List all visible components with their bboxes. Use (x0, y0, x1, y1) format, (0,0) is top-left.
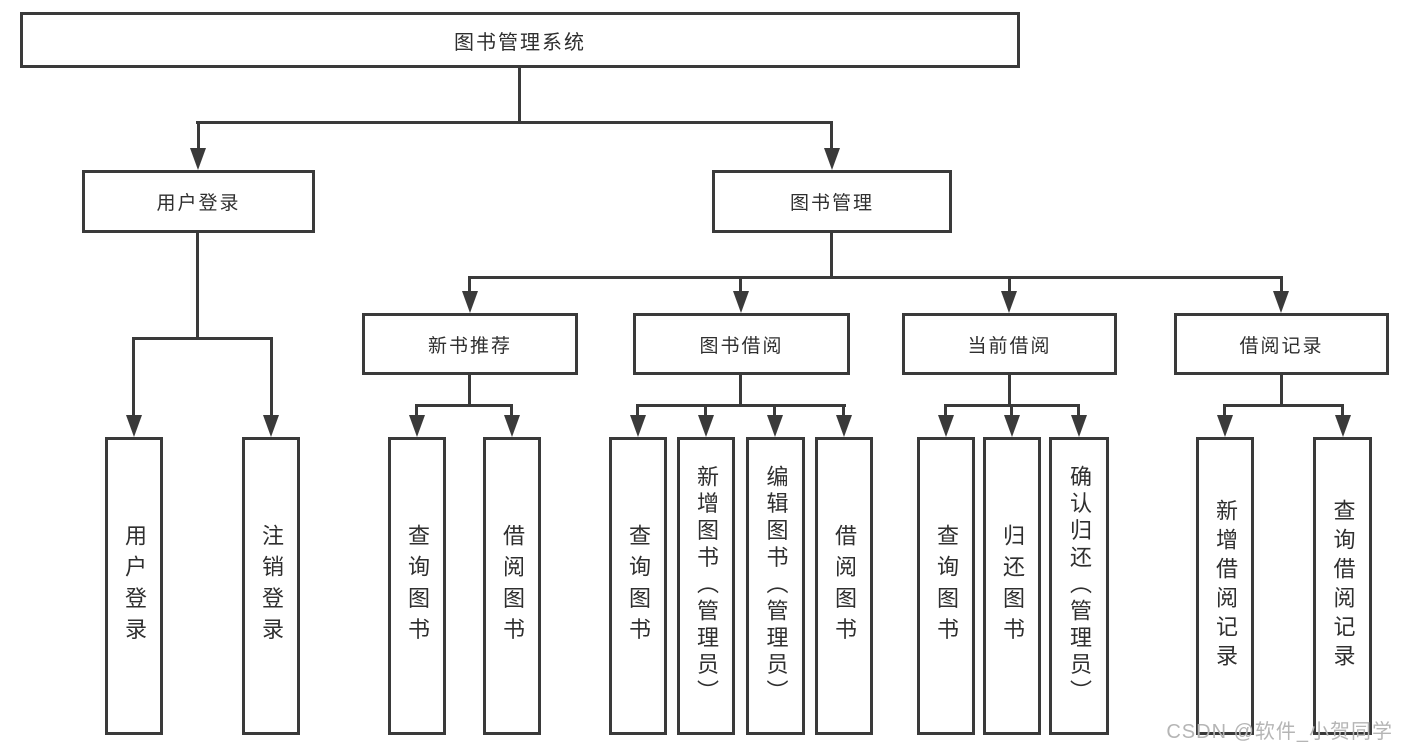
node-new-book-recommend-label: 新书推荐 (427, 335, 512, 357)
leaf-query-books-borrow: 查询图书 (609, 437, 667, 735)
node-book-management: 图书管理 (712, 170, 952, 233)
leaf-edit-book-admin: 编辑图书（管理员） (746, 437, 805, 735)
leaf-borrow-books-label: 借阅图书 (832, 523, 857, 649)
leaf-query-books-borrow-label: 查询图书 (626, 523, 651, 649)
csdn-watermark: CSDN @软件_小贺同学 (1166, 721, 1393, 743)
node-user-login-label: 用户登录 (156, 193, 241, 214)
leaf-query-borrow-record-label: 查询借阅记录 (1330, 498, 1356, 674)
connector-drop (1223, 404, 1226, 417)
arrow-down-icon (1217, 415, 1233, 437)
connector-borrow-records-bus (1223, 404, 1344, 407)
leaf-query-books-recommend: 查询图书 (388, 437, 446, 735)
connector-drop (1010, 404, 1013, 417)
arrow-down-icon (190, 148, 206, 170)
arrow-down-icon (1071, 415, 1087, 437)
node-book-borrow: 图书借阅 (633, 313, 850, 375)
leaf-logout: 注销登录 (242, 437, 300, 735)
connector-book-management-bus (470, 276, 1283, 279)
connector-book-borrow-bus (636, 404, 846, 407)
node-user-login: 用户登录 (82, 170, 315, 233)
connector-drop-current-borrow (1008, 276, 1011, 293)
connector-root-stem (518, 68, 521, 124)
arrow-down-icon (126, 415, 142, 437)
leaf-borrow-books-recommend: 借阅图书 (483, 437, 541, 735)
connector-drop (944, 404, 947, 417)
arrow-down-icon (1004, 415, 1020, 437)
leaf-return-book-label: 归还图书 (1000, 523, 1025, 649)
connector-drop (704, 404, 707, 417)
arrow-down-icon (733, 291, 749, 313)
connector-book-borrow-stem (739, 375, 742, 407)
leaf-logout-label: 注销登录 (259, 523, 284, 649)
connector-current-borrow-stem (1008, 375, 1011, 407)
connector-drop (773, 404, 776, 417)
leaf-return-book: 归还图书 (983, 437, 1041, 735)
connector-root-bus (196, 121, 833, 124)
arrow-down-icon (938, 415, 954, 437)
leaf-add-borrow-record: 新增借阅记录 (1196, 437, 1254, 735)
node-borrow-records: 借阅记录 (1174, 313, 1389, 375)
node-borrow-records-label: 借阅记录 (1239, 335, 1324, 357)
node-book-management-label: 图书管理 (789, 193, 874, 214)
connector-drop (1341, 404, 1344, 417)
connector-drop (842, 404, 845, 417)
leaf-query-books-current: 查询图书 (917, 437, 975, 735)
arrow-down-icon (1335, 415, 1351, 437)
arrow-down-icon (767, 415, 783, 437)
leaf-add-book-admin-label: 新增图书（管理员） (694, 465, 719, 707)
connector-new-book-stem (468, 375, 471, 407)
leaf-edit-book-admin-label: 编辑图书（管理员） (763, 465, 789, 707)
connector-drop-leaf-user-login (132, 337, 135, 417)
arrow-down-icon (263, 415, 279, 437)
connector-user-login-bus (132, 337, 273, 340)
arrow-down-icon (1001, 291, 1017, 313)
arrow-down-icon (1273, 291, 1289, 313)
connector-user-login-stem (196, 233, 199, 340)
connector-drop (510, 404, 513, 417)
leaf-add-borrow-record-label: 新增借阅记录 (1213, 498, 1238, 674)
connector-drop (415, 404, 418, 417)
node-new-book-recommend: 新书推荐 (362, 313, 578, 375)
node-current-borrow: 当前借阅 (902, 313, 1117, 375)
arrow-down-icon (504, 415, 520, 437)
connector-drop-leaf-logout (270, 337, 273, 417)
connector-drop-book-management (830, 121, 833, 149)
node-current-borrow-label: 当前借阅 (967, 335, 1052, 357)
leaf-borrow-books-recommend-label: 借阅图书 (500, 523, 525, 649)
node-root-label: 图书管理系统 (454, 31, 586, 54)
node-root: 图书管理系统 (20, 12, 1020, 68)
connector-drop (636, 404, 639, 417)
leaf-query-books-current-label: 查询图书 (934, 523, 959, 649)
connector-borrow-records-stem (1280, 375, 1283, 407)
leaf-query-books-recommend-label: 查询图书 (405, 523, 430, 649)
leaf-user-login: 用户登录 (105, 437, 163, 735)
leaf-query-borrow-record: 查询借阅记录 (1313, 437, 1372, 735)
arrow-down-icon (698, 415, 714, 437)
leaf-user-login-label: 用户登录 (122, 523, 147, 649)
connector-drop-user-login (197, 121, 200, 149)
leaf-borrow-books: 借阅图书 (815, 437, 873, 735)
connector-drop (1077, 404, 1080, 417)
leaf-add-book-admin: 新增图书（管理员） (677, 437, 735, 735)
leaf-confirm-return-admin-label: 确认归还（管理员） (1067, 465, 1092, 707)
arrow-down-icon (824, 148, 840, 170)
connector-drop-new-book (468, 276, 471, 293)
connector-new-book-bus (415, 404, 513, 407)
arrow-down-icon (630, 415, 646, 437)
connector-drop-borrow-records (1280, 276, 1283, 293)
arrow-down-icon (409, 415, 425, 437)
leaf-confirm-return-admin: 确认归还（管理员） (1049, 437, 1109, 735)
arrow-down-icon (462, 291, 478, 313)
connector-drop-book-borrow (739, 276, 742, 293)
connector-book-management-stem (830, 233, 833, 279)
node-book-borrow-label: 图书借阅 (699, 335, 784, 357)
arrow-down-icon (836, 415, 852, 437)
